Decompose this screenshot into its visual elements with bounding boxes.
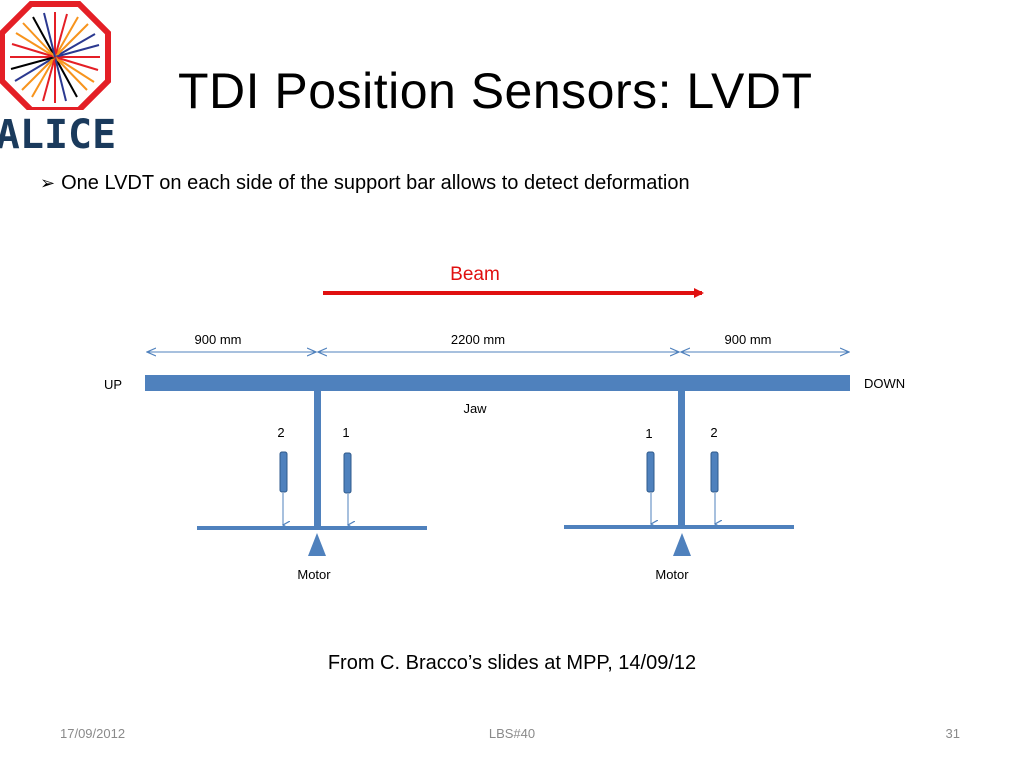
logo-starburst: [10, 12, 100, 103]
logo-text: ALICE: [0, 112, 116, 158]
bullet-text: One LVDT on each side of the support bar…: [61, 172, 690, 194]
bullet-item: ➢One LVDT on each side of the support ba…: [40, 172, 690, 195]
bullet-arrow-icon: ➢: [40, 173, 56, 193]
left-sensor-2-label: 2: [277, 425, 284, 440]
left-lvdt-2: [279, 451, 288, 493]
up-label: UP: [104, 377, 122, 392]
left-support-post: [314, 391, 321, 528]
footer-conference: LBS#40: [488, 726, 536, 741]
down-label: DOWN: [864, 376, 905, 391]
slide-title: TDI Position Sensors: LVDT: [178, 63, 813, 119]
footer-date: 17/09/2012: [60, 726, 126, 741]
right-lvdt-2: [710, 451, 719, 493]
right-sensor-2-label: 2: [710, 425, 717, 440]
footer-page-number: 31: [945, 726, 960, 741]
right-support-post: [678, 391, 685, 528]
alice-logo: ALICE: [0, 1, 116, 158]
left-sensor-1-label: 1: [342, 425, 349, 440]
left-motor-label: Motor: [297, 567, 331, 582]
beam-label: Beam: [450, 264, 500, 285]
dim-left-label: 900 mm: [195, 332, 242, 347]
right-motor-icon: [673, 533, 691, 556]
left-motor-icon: [308, 533, 326, 556]
right-motor-label: Motor: [655, 567, 689, 582]
jaw-label: Jaw: [463, 401, 487, 416]
source-caption: From C. Bracco’s slides at MPP, 14/09/12: [327, 652, 697, 674]
right-lvdt-1: [646, 451, 655, 493]
jaw-bar: [145, 375, 850, 391]
left-base-plate: [197, 526, 427, 530]
dim-right-label: 900 mm: [725, 332, 772, 347]
right-sensor-1-label: 1: [645, 426, 652, 441]
right-base-plate: [564, 525, 794, 529]
left-lvdt-1: [343, 452, 352, 494]
dim-center-label: 2200 mm: [451, 332, 505, 347]
